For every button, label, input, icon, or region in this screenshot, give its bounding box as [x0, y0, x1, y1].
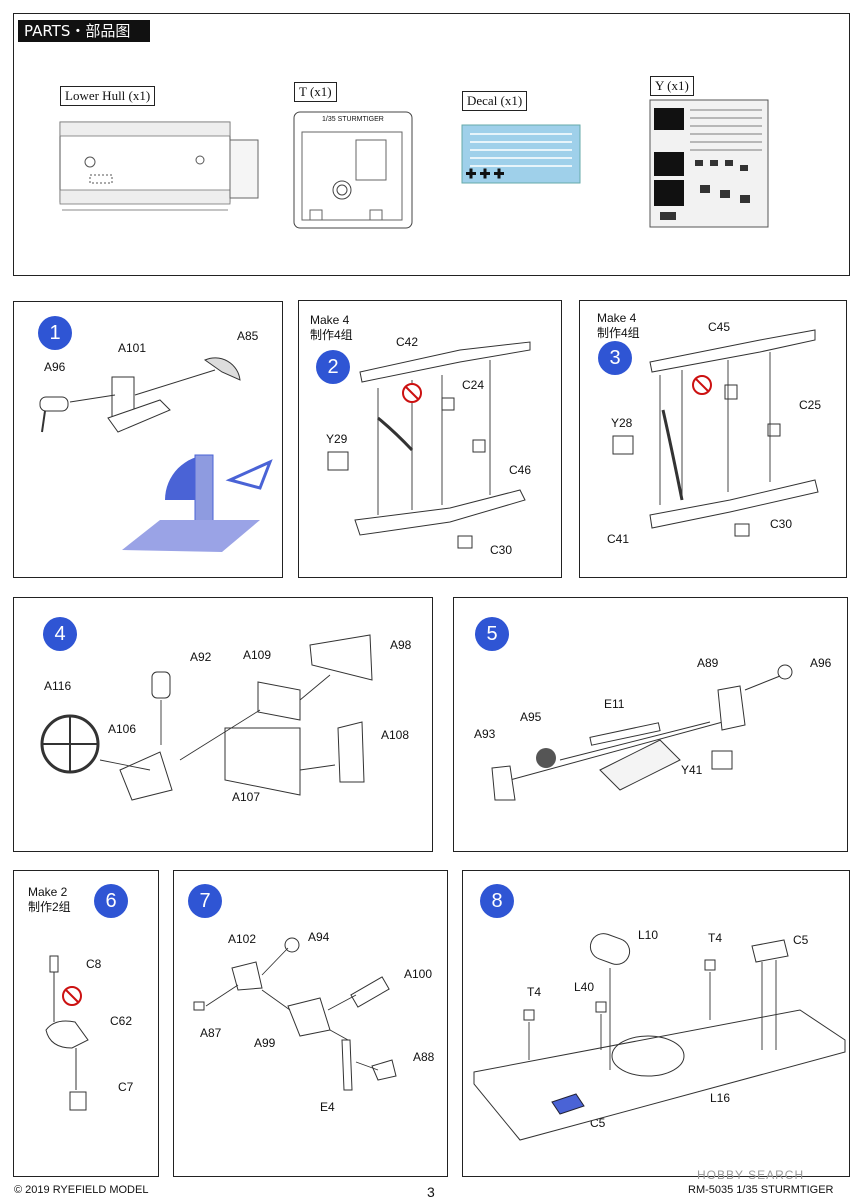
part-label: C8 [86, 957, 102, 971]
step-6-panel [13, 870, 159, 1177]
part-label: T4 [708, 931, 723, 945]
step-3-number: 3 [598, 341, 632, 375]
part-label: A106 [108, 722, 137, 736]
part-label: A96 [810, 656, 832, 670]
part-label: A100 [404, 967, 433, 981]
t-sprue-label: T (x1) [294, 82, 337, 102]
part-label: A89 [697, 656, 719, 670]
part-label: A101 [118, 341, 147, 355]
part-label: A92 [190, 650, 212, 664]
part-label: Y29 [326, 432, 348, 446]
part-label: C25 [799, 398, 822, 412]
part-label: A109 [243, 648, 272, 662]
part-label: C45 [708, 320, 731, 334]
y-photoetch-label: Y (x1) [650, 76, 694, 96]
step-6-number: 6 [94, 884, 128, 918]
part-label: A108 [381, 728, 410, 742]
parts-title: PARTS・部品图 [18, 20, 150, 42]
part-label: E11 [604, 697, 625, 711]
part-label: E4 [320, 1100, 335, 1114]
part-label: L10 [638, 928, 659, 942]
copyright: © 2019 RYEFIELD MODEL [14, 1184, 149, 1196]
lower-hull-label: Lower Hull (x1) [60, 86, 156, 106]
part-label: C5 [793, 933, 809, 947]
part-label: A88 [413, 1050, 435, 1064]
part-label: A116 [44, 679, 72, 693]
decal-label: Decal (x1) [462, 91, 528, 111]
part-label: C41 [607, 532, 630, 546]
step-7-number: 7 [188, 884, 222, 918]
step-8-number: 8 [480, 884, 514, 918]
part-label: Y28 [611, 416, 633, 430]
step-4-number: 4 [43, 617, 77, 651]
part-label: C7 [118, 1080, 134, 1094]
part-label: A85 [237, 329, 259, 343]
step-2-number: 2 [316, 350, 350, 384]
part-label: C24 [462, 378, 485, 392]
step-1-number: 1 [38, 316, 72, 350]
part-label: A99 [254, 1036, 276, 1050]
part-label: C46 [509, 463, 532, 477]
part-label: A95 [520, 710, 542, 724]
t-sprue-text: 1/35 STURMTIGER [322, 116, 384, 123]
part-label: L16 [710, 1091, 731, 1105]
part-label: C42 [396, 335, 419, 349]
product-code: RM-5035 1/35 STURMTIGER [688, 1184, 834, 1196]
part-label: A96 [44, 360, 66, 374]
part-label: T4 [527, 985, 542, 999]
part-label: A107 [232, 790, 261, 804]
part-label: Y41 [681, 763, 703, 777]
part-label: A94 [308, 930, 330, 944]
part-label: A87 [200, 1026, 222, 1040]
part-label: A98 [390, 638, 412, 652]
page-number: 3 [427, 1184, 435, 1200]
part-label: A93 [474, 727, 496, 741]
part-label: C30 [490, 543, 513, 557]
part-label: C30 [770, 517, 793, 531]
watermark: HOBBY SEARCH [697, 1168, 805, 1182]
part-label: C62 [110, 1014, 133, 1028]
step-5-number: 5 [475, 617, 509, 651]
part-label: A102 [228, 932, 257, 946]
part-label: L40 [574, 980, 595, 994]
